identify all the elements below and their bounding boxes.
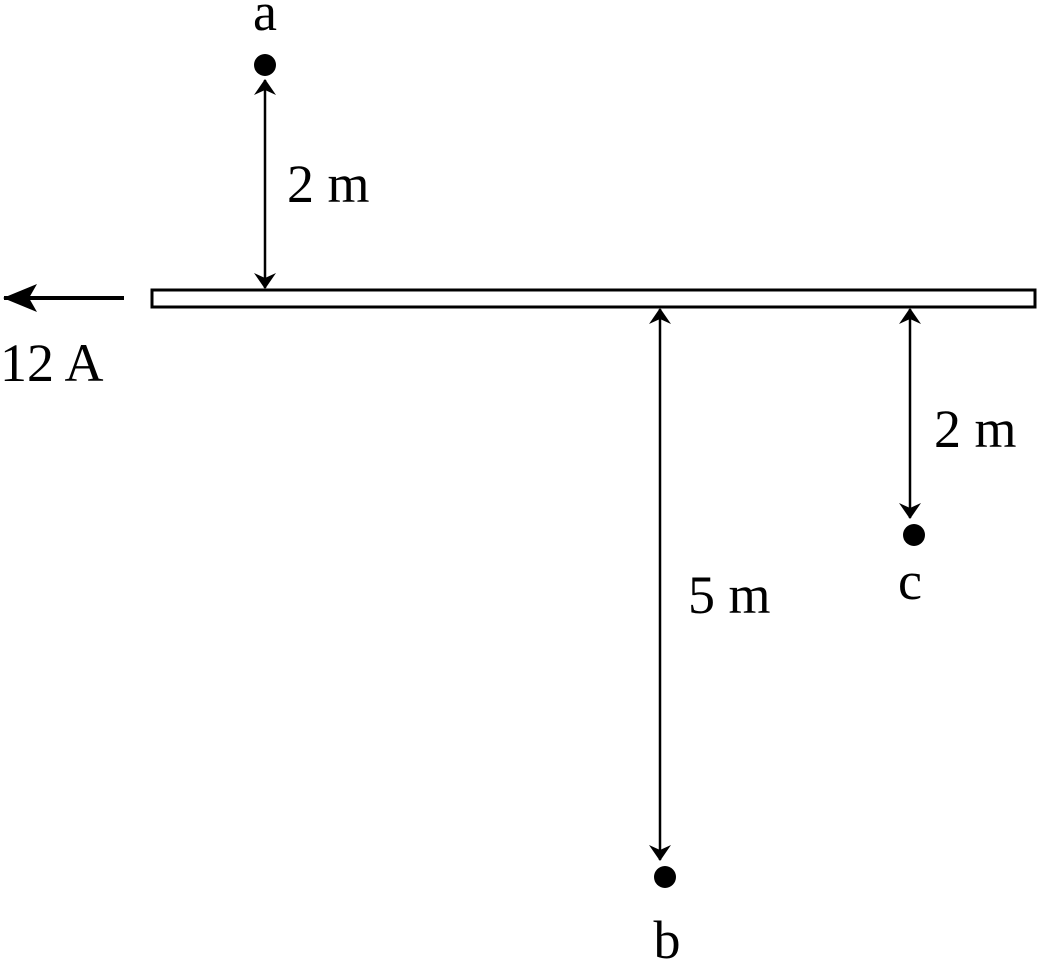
- point-a: [254, 54, 276, 76]
- current-label: 12 A: [0, 333, 104, 393]
- distance-label-b: 5 m: [688, 565, 771, 625]
- point-a-label: a: [253, 0, 277, 42]
- point-c: [903, 524, 925, 546]
- point-b: [654, 866, 676, 888]
- distance-label-a: 2 m: [287, 154, 370, 214]
- point-b-label: b: [654, 910, 681, 962]
- distance-label-c: 2 m: [934, 399, 1017, 459]
- point-c-label: c: [898, 551, 922, 611]
- wire: [150, 288, 1037, 309]
